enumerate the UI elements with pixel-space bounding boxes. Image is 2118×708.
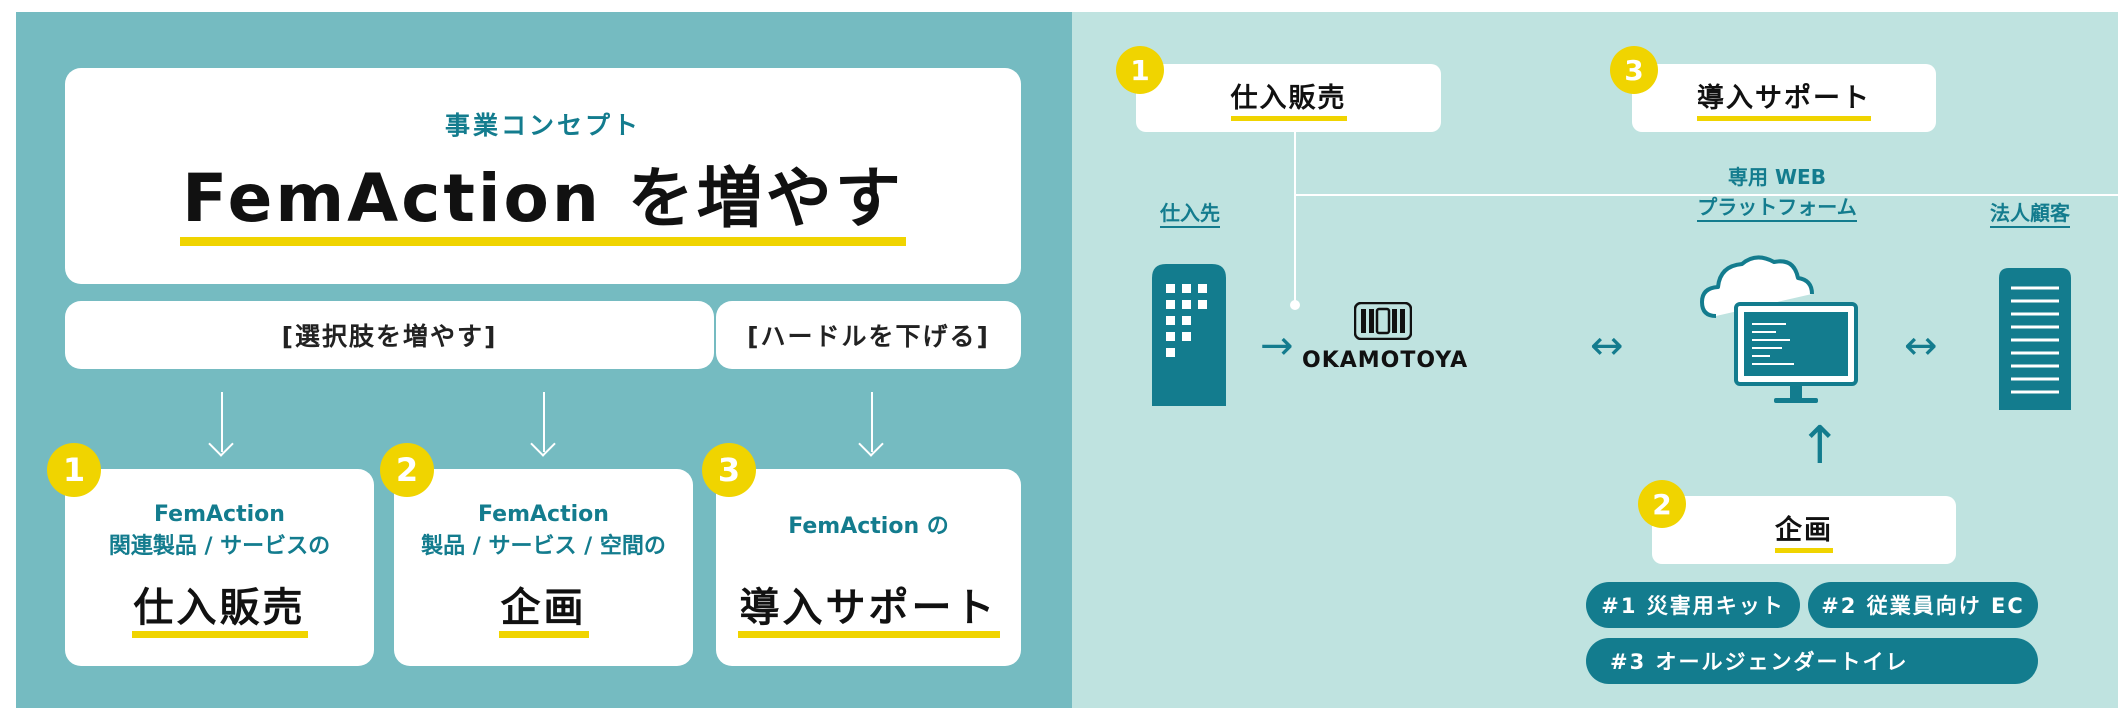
connector-purchase <box>1294 130 1296 304</box>
number-badge-2: 2 <box>380 443 434 497</box>
card-1-line2: 関連製品 / サービスの <box>108 534 331 559</box>
connector-horizontal <box>1294 194 2118 196</box>
platform-label: 専用 WEB プラットフォーム <box>1682 162 1872 222</box>
concept-panel: 事業コンセプト FemAction を増やす [選択肢を増やす] [ハードルを下… <box>16 12 1072 708</box>
arrow-down-2 <box>543 392 545 452</box>
supplier-label: 仕入先 <box>1150 198 1230 228</box>
card-1-line1: FemAction <box>154 502 285 527</box>
arrow-supplier-to-okamotoya: → <box>1260 323 1294 369</box>
arrow-planning-to-platform: ↑ <box>1798 416 1842 476</box>
flow-badge-3: 3 <box>1610 46 1658 94</box>
bracket-lower-hurdle-text: [ハードルを下げる] <box>747 322 990 351</box>
concept-title: FemAction を増やす <box>65 156 1021 246</box>
bracket-more-options-text: [選択肢を増やす] <box>281 322 498 351</box>
number-badge-1: 1 <box>47 443 101 497</box>
client-building-icon <box>1999 268 2071 410</box>
card-planning: FemAction 製品 / サービス / 空間の 企画 <box>394 469 693 666</box>
project-pill-2: #2 従業員向け EC <box>1808 582 2038 628</box>
arrow-platform-client: ↔ <box>1904 323 1938 369</box>
project-pill-3: #3 オールジェンダートイレ <box>1586 638 2038 684</box>
web-platform-icon <box>1700 255 1858 403</box>
connector-dot-1 <box>1290 300 1300 310</box>
card-introduction-support: FemAction の 導入サポート <box>716 469 1021 666</box>
business-flow-panel: 仕入販売 1 導入サポート 3 仕入先 専用 WEB プラットフォーム 法人顧客… <box>1072 12 2118 708</box>
arrow-down-1 <box>221 392 223 452</box>
bracket-more-options: [選択肢を増やす] <box>65 301 714 369</box>
card-2-line1: FemAction <box>478 502 609 527</box>
card-purchase-sales: FemAction 関連製品 / サービスの 仕入販売 <box>65 469 374 666</box>
card-2-line2: 製品 / サービス / 空間の <box>421 534 666 559</box>
card-1-title: 仕入販売 <box>65 583 374 638</box>
card-3-title: 導入サポート <box>716 583 1021 638</box>
flow-badge-2: 2 <box>1638 480 1686 528</box>
card-2-title: 企画 <box>394 583 693 638</box>
okamotoya-logo-mark <box>1354 302 1412 340</box>
arrow-down-3 <box>871 392 873 452</box>
flow-box-planning: 企画 <box>1652 496 1956 564</box>
okamotoya-logo-text: OKAMOTOYA <box>1302 348 1469 373</box>
flow-box-purchase-sales: 仕入販売 <box>1136 64 1441 132</box>
client-label: 法人顧客 <box>1980 198 2080 228</box>
number-badge-3: 3 <box>702 443 756 497</box>
card-3-line1: FemAction の <box>788 514 949 539</box>
concept-label: 事業コンセプト <box>444 111 641 140</box>
concept-card: 事業コンセプト FemAction を増やす <box>65 68 1021 284</box>
project-pill-1: #1 災害用キット <box>1586 582 1800 628</box>
flow-box-introduction-support: 導入サポート <box>1632 64 1936 132</box>
building-icon <box>1152 264 1226 406</box>
arrow-okamotoya-platform: ↔ <box>1590 323 1624 369</box>
bracket-lower-hurdle: [ハードルを下げる] <box>716 301 1021 369</box>
flow-badge-1: 1 <box>1116 46 1164 94</box>
